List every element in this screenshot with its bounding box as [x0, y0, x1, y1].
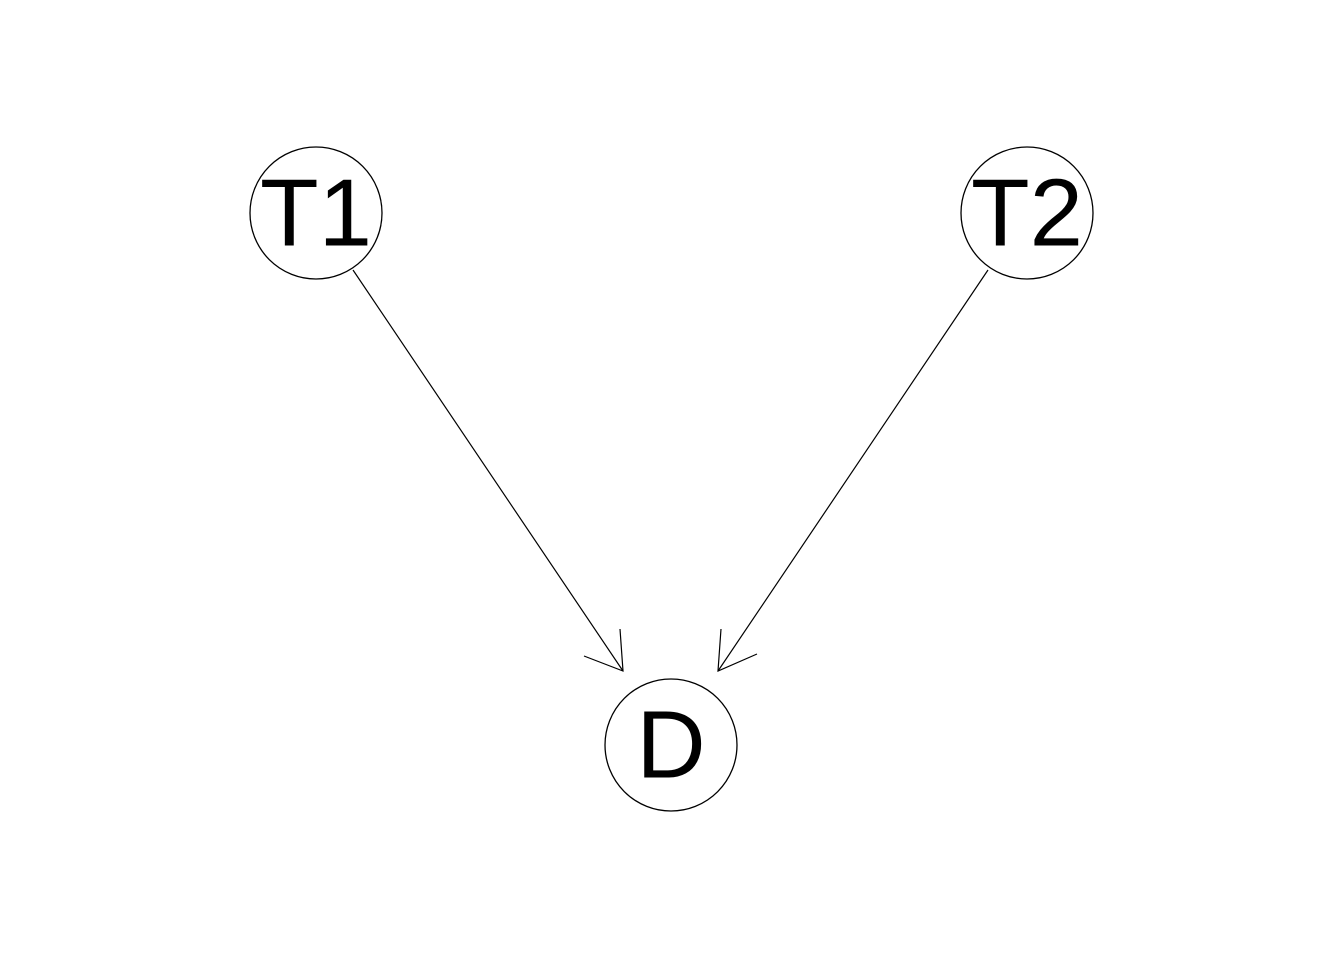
node-d: D — [604, 678, 738, 812]
node-d-label: D — [636, 692, 705, 799]
arrowhead-t1-d — [583, 628, 624, 672]
node-t1: T1 — [249, 146, 383, 280]
node-t2-label: T2 — [971, 160, 1083, 267]
edge-t1-to-d — [352, 269, 624, 672]
node-d-circle — [604, 678, 738, 812]
arrowhead-t2-d — [717, 628, 758, 672]
node-t2-circle — [960, 146, 1094, 280]
edge-line-t2-d — [717, 269, 989, 672]
edge-line-t1-d — [352, 269, 624, 672]
edge-t2-to-d — [717, 269, 989, 672]
node-t1-circle — [249, 146, 383, 280]
node-t1-label: T1 — [260, 160, 372, 267]
node-t2: T2 — [960, 146, 1094, 280]
